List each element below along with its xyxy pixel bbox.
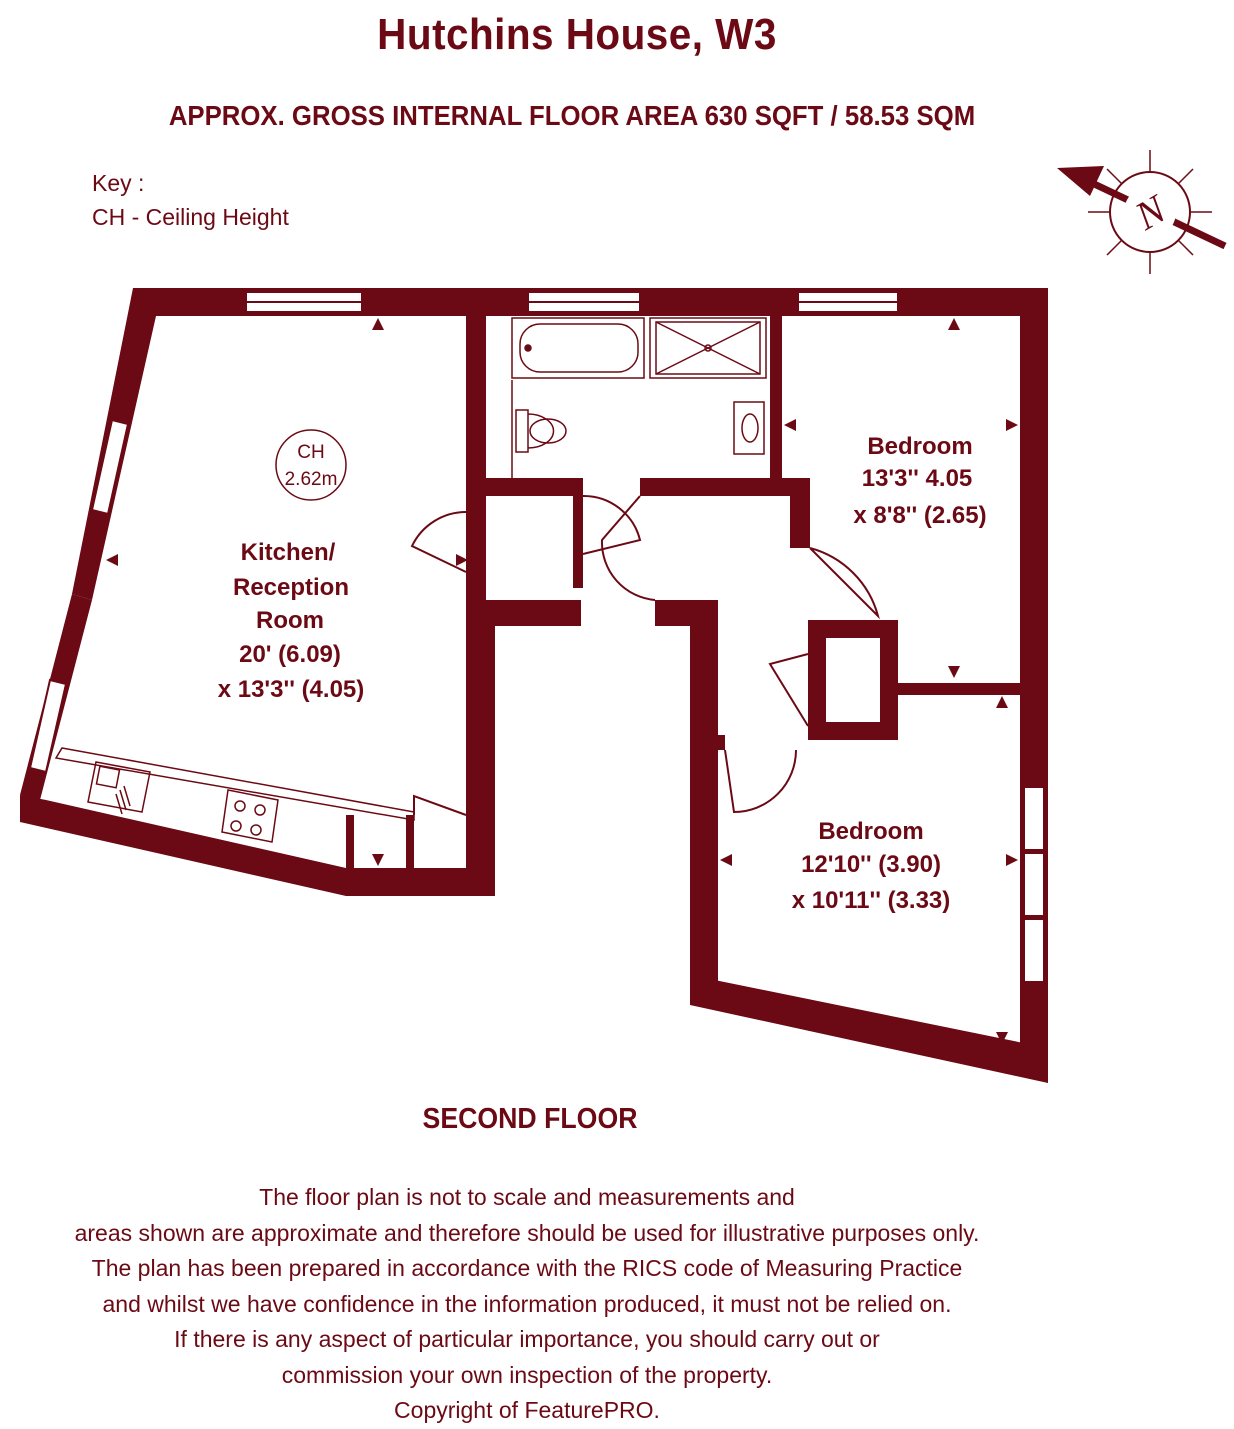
- disclaimer-line: areas shown are approximate and therefor…: [74, 1219, 980, 1246]
- outer-wall-south-west: [20, 795, 346, 896]
- wall-cupboard-side-2: [406, 815, 414, 873]
- wall-cupboard-north: [808, 620, 898, 638]
- door-bedroom1: [809, 547, 880, 620]
- window-bedroom2-east-1: [1023, 786, 1045, 851]
- windows: [28, 291, 1045, 983]
- door-bathroom: [582, 494, 642, 555]
- key-entry-ceiling-height: CH - Ceiling Height: [92, 204, 289, 230]
- disclaimer-line: commission your own inspection of the pr…: [281, 1361, 773, 1388]
- wall-east-corridor: [690, 600, 718, 1005]
- wall-cupboard-east: [880, 620, 898, 740]
- ceiling-height-value: 2.62m: [285, 469, 338, 490]
- bedroom2-dimension-2: x 10'11'' (3.33): [792, 887, 951, 914]
- kitchen-fixtures: [54, 747, 415, 843]
- door-bedroom2: [724, 749, 797, 814]
- key-legend: Key : CH - Ceiling Height: [92, 166, 289, 234]
- room-bedroom-2: Bedroom 12'10'' (3.90) x 10'11'' (3.33): [792, 818, 951, 914]
- room-bedroom-1: Bedroom 13'3'' 4.05 x 8'8'' (2.65): [853, 433, 986, 529]
- worktop: [54, 747, 415, 821]
- disclaimer-line: and whilst we have confidence in the inf…: [102, 1290, 952, 1317]
- wall-bathroom-east: [770, 300, 782, 480]
- window-bedroom2-east-3: [1023, 918, 1045, 983]
- bedroom1-dimension-2: x 8'8'' (2.65): [853, 502, 986, 529]
- bedroom1-name: Bedroom: [867, 433, 972, 460]
- window-kitchen-west-2: [28, 678, 68, 774]
- wall-kitchen-east-low: [466, 600, 495, 896]
- doors: [410, 494, 880, 816]
- dimension-arrows: [106, 318, 1018, 1044]
- ceiling-height-marker: CH 2.62m: [275, 429, 347, 501]
- shower-tray: [649, 317, 767, 379]
- window-bedroom2-east-2: [1023, 852, 1045, 917]
- bathtub: [511, 317, 645, 379]
- outer-wall-south-east: [690, 975, 1048, 1083]
- bedroom1-dimension-1: 13'3'' 4.05: [862, 465, 973, 492]
- floor-area-subtitle: APPROX. GROSS INTERNAL FLOOR AREA 630 SQ…: [168, 100, 976, 131]
- wall-bathroom-south-b: [640, 478, 810, 496]
- door-kitchen-cupboard: [413, 794, 467, 816]
- door-kitchen: [410, 511, 467, 573]
- wall-lobby-south: [486, 600, 581, 626]
- wall-cupboard-west: [808, 620, 826, 740]
- plan-title: Hutchins House, W3: [377, 10, 777, 59]
- kitchen-name-2: Reception: [233, 574, 349, 601]
- room-kitchen-reception: Kitchen/ Reception Room 20' (6.09) x 13'…: [218, 539, 365, 703]
- walls: [20, 288, 1048, 1083]
- compass-icon: N: [1057, 150, 1227, 274]
- window-kitchen-west-1: [90, 418, 130, 516]
- kitchen-name-1: Kitchen/: [241, 539, 336, 566]
- hob-icon: [221, 789, 279, 843]
- disclaimer-line: Copyright of FeaturePRO.: [394, 1397, 660, 1423]
- wall-cupboard-side: [346, 815, 354, 873]
- wall-bedroom1-west-low: [790, 478, 810, 548]
- wall-corridor-west-stub: [715, 735, 725, 750]
- wall-lobby-divider: [573, 478, 583, 588]
- disclaimer-line: The plan has been prepared in accordance…: [91, 1255, 963, 1281]
- kitchen-dimension-2: x 13'3'' (4.05): [218, 676, 365, 703]
- disclaimer-line: The floor plan is not to scale and measu…: [259, 1184, 795, 1210]
- kitchen-dimension-1: 20' (6.09): [239, 641, 341, 668]
- bedroom2-name: Bedroom: [818, 818, 923, 845]
- key-heading: Key :: [92, 170, 145, 196]
- wall-corridor-south: [655, 600, 715, 626]
- disclaimer-line: If there is any aspect of particular imp…: [174, 1326, 880, 1352]
- wall-bedroom-divider: [880, 683, 1020, 695]
- kitchen-name-3: Room: [256, 607, 324, 634]
- wall-kitchen-east-top: [466, 300, 486, 600]
- floor-label: SECOND FLOOR: [422, 1103, 638, 1135]
- wall-bathroom-south-a: [486, 478, 578, 496]
- ceiling-height-label: CH: [297, 442, 324, 463]
- wall-cupboard-south: [808, 722, 898, 740]
- kitchen-sink-icon: [87, 761, 151, 813]
- bathroom-fixtures: [511, 317, 767, 478]
- door-cupboard: [768, 653, 809, 727]
- basin: [733, 401, 765, 455]
- disclaimer: The floor plan is not to scale and measu…: [0, 1180, 1054, 1429]
- door-lobby: [600, 495, 656, 601]
- bedroom2-dimension-1: 12'10'' (3.90): [801, 851, 941, 878]
- toilet: [515, 409, 555, 453]
